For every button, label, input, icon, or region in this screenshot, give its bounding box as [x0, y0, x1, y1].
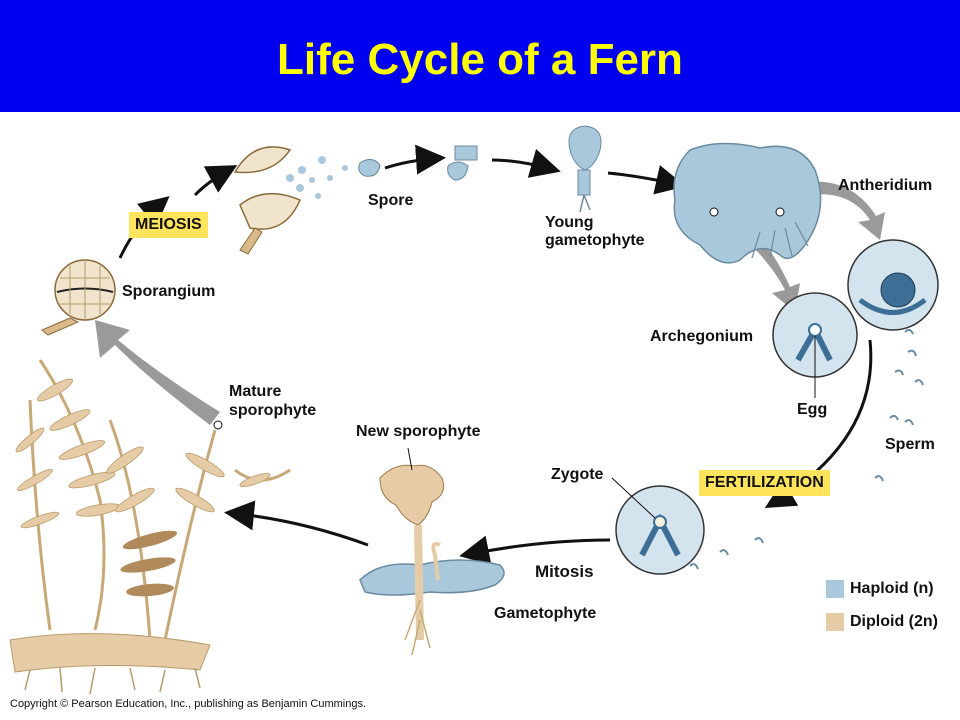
spore-shape	[358, 159, 381, 177]
gray-arrow-to-antheridium	[808, 181, 885, 240]
sporangium-open	[233, 146, 348, 255]
gametophyte-heart	[673, 142, 822, 264]
sporangium-closed	[41, 259, 116, 336]
mature-sporophyte-label-2: sporophyte	[229, 402, 317, 419]
fertilization-label: FERTILIZATION	[699, 470, 830, 496]
sperm-cells	[689, 328, 924, 570]
title-banner	[0, 0, 960, 112]
legend-haploid-label: Haploid (n)	[850, 580, 934, 597]
arrow-young-to-gametophyte	[607, 165, 686, 195]
fern-life-cycle-diagram	[9, 125, 939, 695]
copyright-notice: Copyright © Pearson Education, Inc., pub…	[10, 698, 367, 710]
gray-arrow-mature-to-sporangium	[95, 320, 220, 425]
arrow-spore-to-germinating	[384, 144, 446, 175]
archegonium-detail	[772, 292, 858, 398]
mature-sporophyte-label-1: Mature	[229, 383, 282, 400]
mitosis-label: Mitosis	[535, 562, 594, 581]
meiosis-label: MEIOSIS	[129, 212, 208, 238]
germinating-spore	[447, 145, 478, 181]
page-title: Life Cycle of a Fern	[277, 35, 683, 84]
arrow-germinating-to-young	[491, 148, 561, 178]
gametophyte-label: Gametophyte	[494, 605, 597, 622]
new-sporophyte-on-gametophyte	[359, 447, 505, 656]
antheridium-detail	[847, 239, 939, 331]
sporangium-label: Sporangium	[122, 283, 216, 300]
zygote-label: Zygote	[551, 466, 604, 483]
new-sporophyte-label: New sporophyte	[356, 423, 481, 440]
arrow-zygote-to-new-sporophyte	[459, 535, 611, 566]
arrow-new-to-mature-sporophyte	[224, 500, 369, 547]
young-gametophyte	[568, 125, 602, 213]
egg-label: Egg	[797, 401, 828, 418]
legend-haploid-swatch	[826, 580, 844, 598]
legend-diploid-label: Diploid (2n)	[850, 613, 938, 630]
antheridium-label: Antheridium	[838, 177, 933, 194]
arrow-meiosis-to-sporangium-open	[193, 165, 238, 197]
mature-sporophyte-fronds	[9, 359, 291, 695]
archegonium-label: Archegonium	[650, 328, 754, 345]
zygote-detail	[611, 477, 705, 575]
legend-diploid-swatch	[826, 613, 844, 631]
sperm-label: Sperm	[885, 436, 935, 453]
spore-label: Spore	[368, 192, 414, 209]
young-gametophyte-label-2: gametophyte	[545, 232, 645, 249]
young-gametophyte-label-1: Young	[545, 214, 594, 231]
